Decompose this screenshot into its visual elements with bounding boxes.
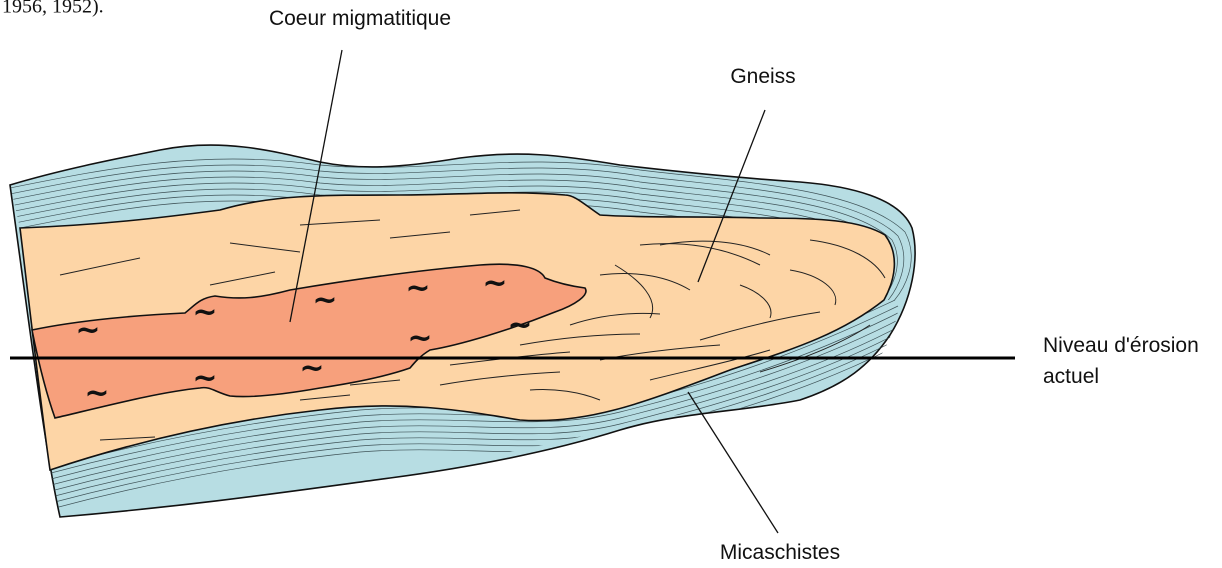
migmatite-symbol: ~: [407, 321, 432, 356]
migmatite-symbol: ~: [405, 271, 430, 306]
migmatite-symbol: ~: [312, 283, 337, 318]
micaschist-leader-line: [688, 392, 778, 533]
erosion-level-label-line1: Niveau d'érosion: [1043, 334, 1199, 357]
migmatite-symbol: ~: [482, 266, 507, 301]
erosion-level-label-line2: actuel: [1043, 365, 1099, 388]
migmatite-symbol: ~: [75, 313, 100, 348]
migmatite-symbol: ~: [84, 376, 109, 411]
migmatite-symbol: ~: [192, 361, 217, 396]
core-label: Coeur migmatitique: [269, 7, 451, 30]
migmatite-symbol: ~: [192, 295, 217, 330]
micaschist-label: Micaschistes: [720, 541, 840, 564]
gneiss-label: Gneiss: [730, 65, 795, 88]
caption-fragment: 1956, 1952).: [2, 0, 104, 18]
migmatite-symbol: ~: [507, 308, 532, 343]
migmatite-symbol: ~: [299, 351, 324, 386]
